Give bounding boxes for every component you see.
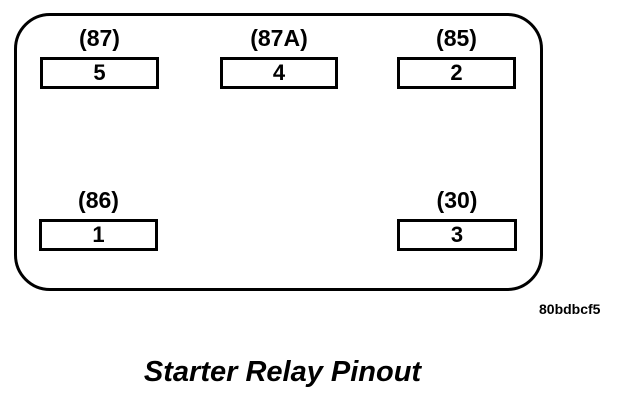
terminal-label-85: (85) xyxy=(436,25,477,51)
figure-code: 80bdbcf5 xyxy=(539,301,601,317)
pin-group-30: (30) 3 xyxy=(397,189,517,251)
pin-number-2: 2 xyxy=(450,60,463,85)
terminal-label-30: (30) xyxy=(436,187,478,213)
pin-number-4: 4 xyxy=(272,60,286,85)
pin-box-1: 1 xyxy=(39,219,158,251)
pin-box-2: 2 xyxy=(397,57,516,89)
pin-number-3: 3 xyxy=(450,222,464,247)
diagram-title: Starter Relay Pinout xyxy=(143,356,422,388)
pin-group-87a: (87A) 4 xyxy=(220,27,338,89)
pin-box-5: 5 xyxy=(40,57,159,89)
pin-group-87: (87) 5 xyxy=(40,27,159,89)
terminal-label-86: (86) xyxy=(78,187,119,213)
pin-box-3: 3 xyxy=(397,219,517,251)
terminal-label-87: (87) xyxy=(79,25,120,51)
pin-group-86: (86) 1 xyxy=(39,189,158,251)
pin-number-5: 5 xyxy=(93,60,106,85)
pin-number-1: 1 xyxy=(92,222,105,247)
pin-box-4: 4 xyxy=(220,57,338,89)
terminal-label-87a: (87A) xyxy=(250,25,308,51)
pin-group-85: (85) 2 xyxy=(397,27,516,89)
